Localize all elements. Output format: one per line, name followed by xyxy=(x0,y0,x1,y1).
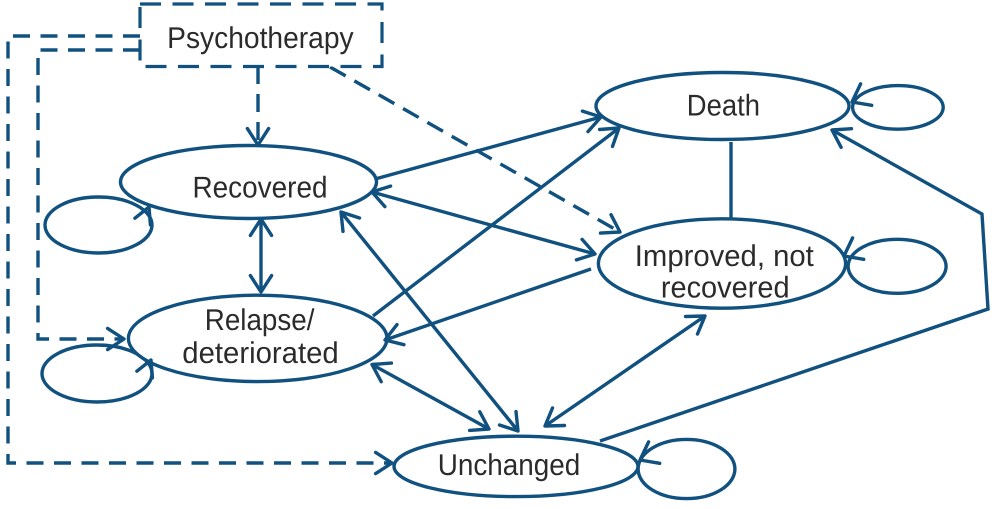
svg-text:deteriorated: deteriorated xyxy=(182,337,338,370)
svg-text:Relapse/: Relapse/ xyxy=(205,304,315,337)
svg-text:Death: Death xyxy=(687,90,760,123)
svg-text:Improved, not: Improved, not xyxy=(635,240,815,273)
svg-text:recovered: recovered xyxy=(661,272,790,305)
svg-text:Recovered: Recovered xyxy=(193,172,328,205)
svg-text:Unchanged: Unchanged xyxy=(438,449,581,482)
svg-text:Psychotherapy: Psychotherapy xyxy=(167,22,354,55)
